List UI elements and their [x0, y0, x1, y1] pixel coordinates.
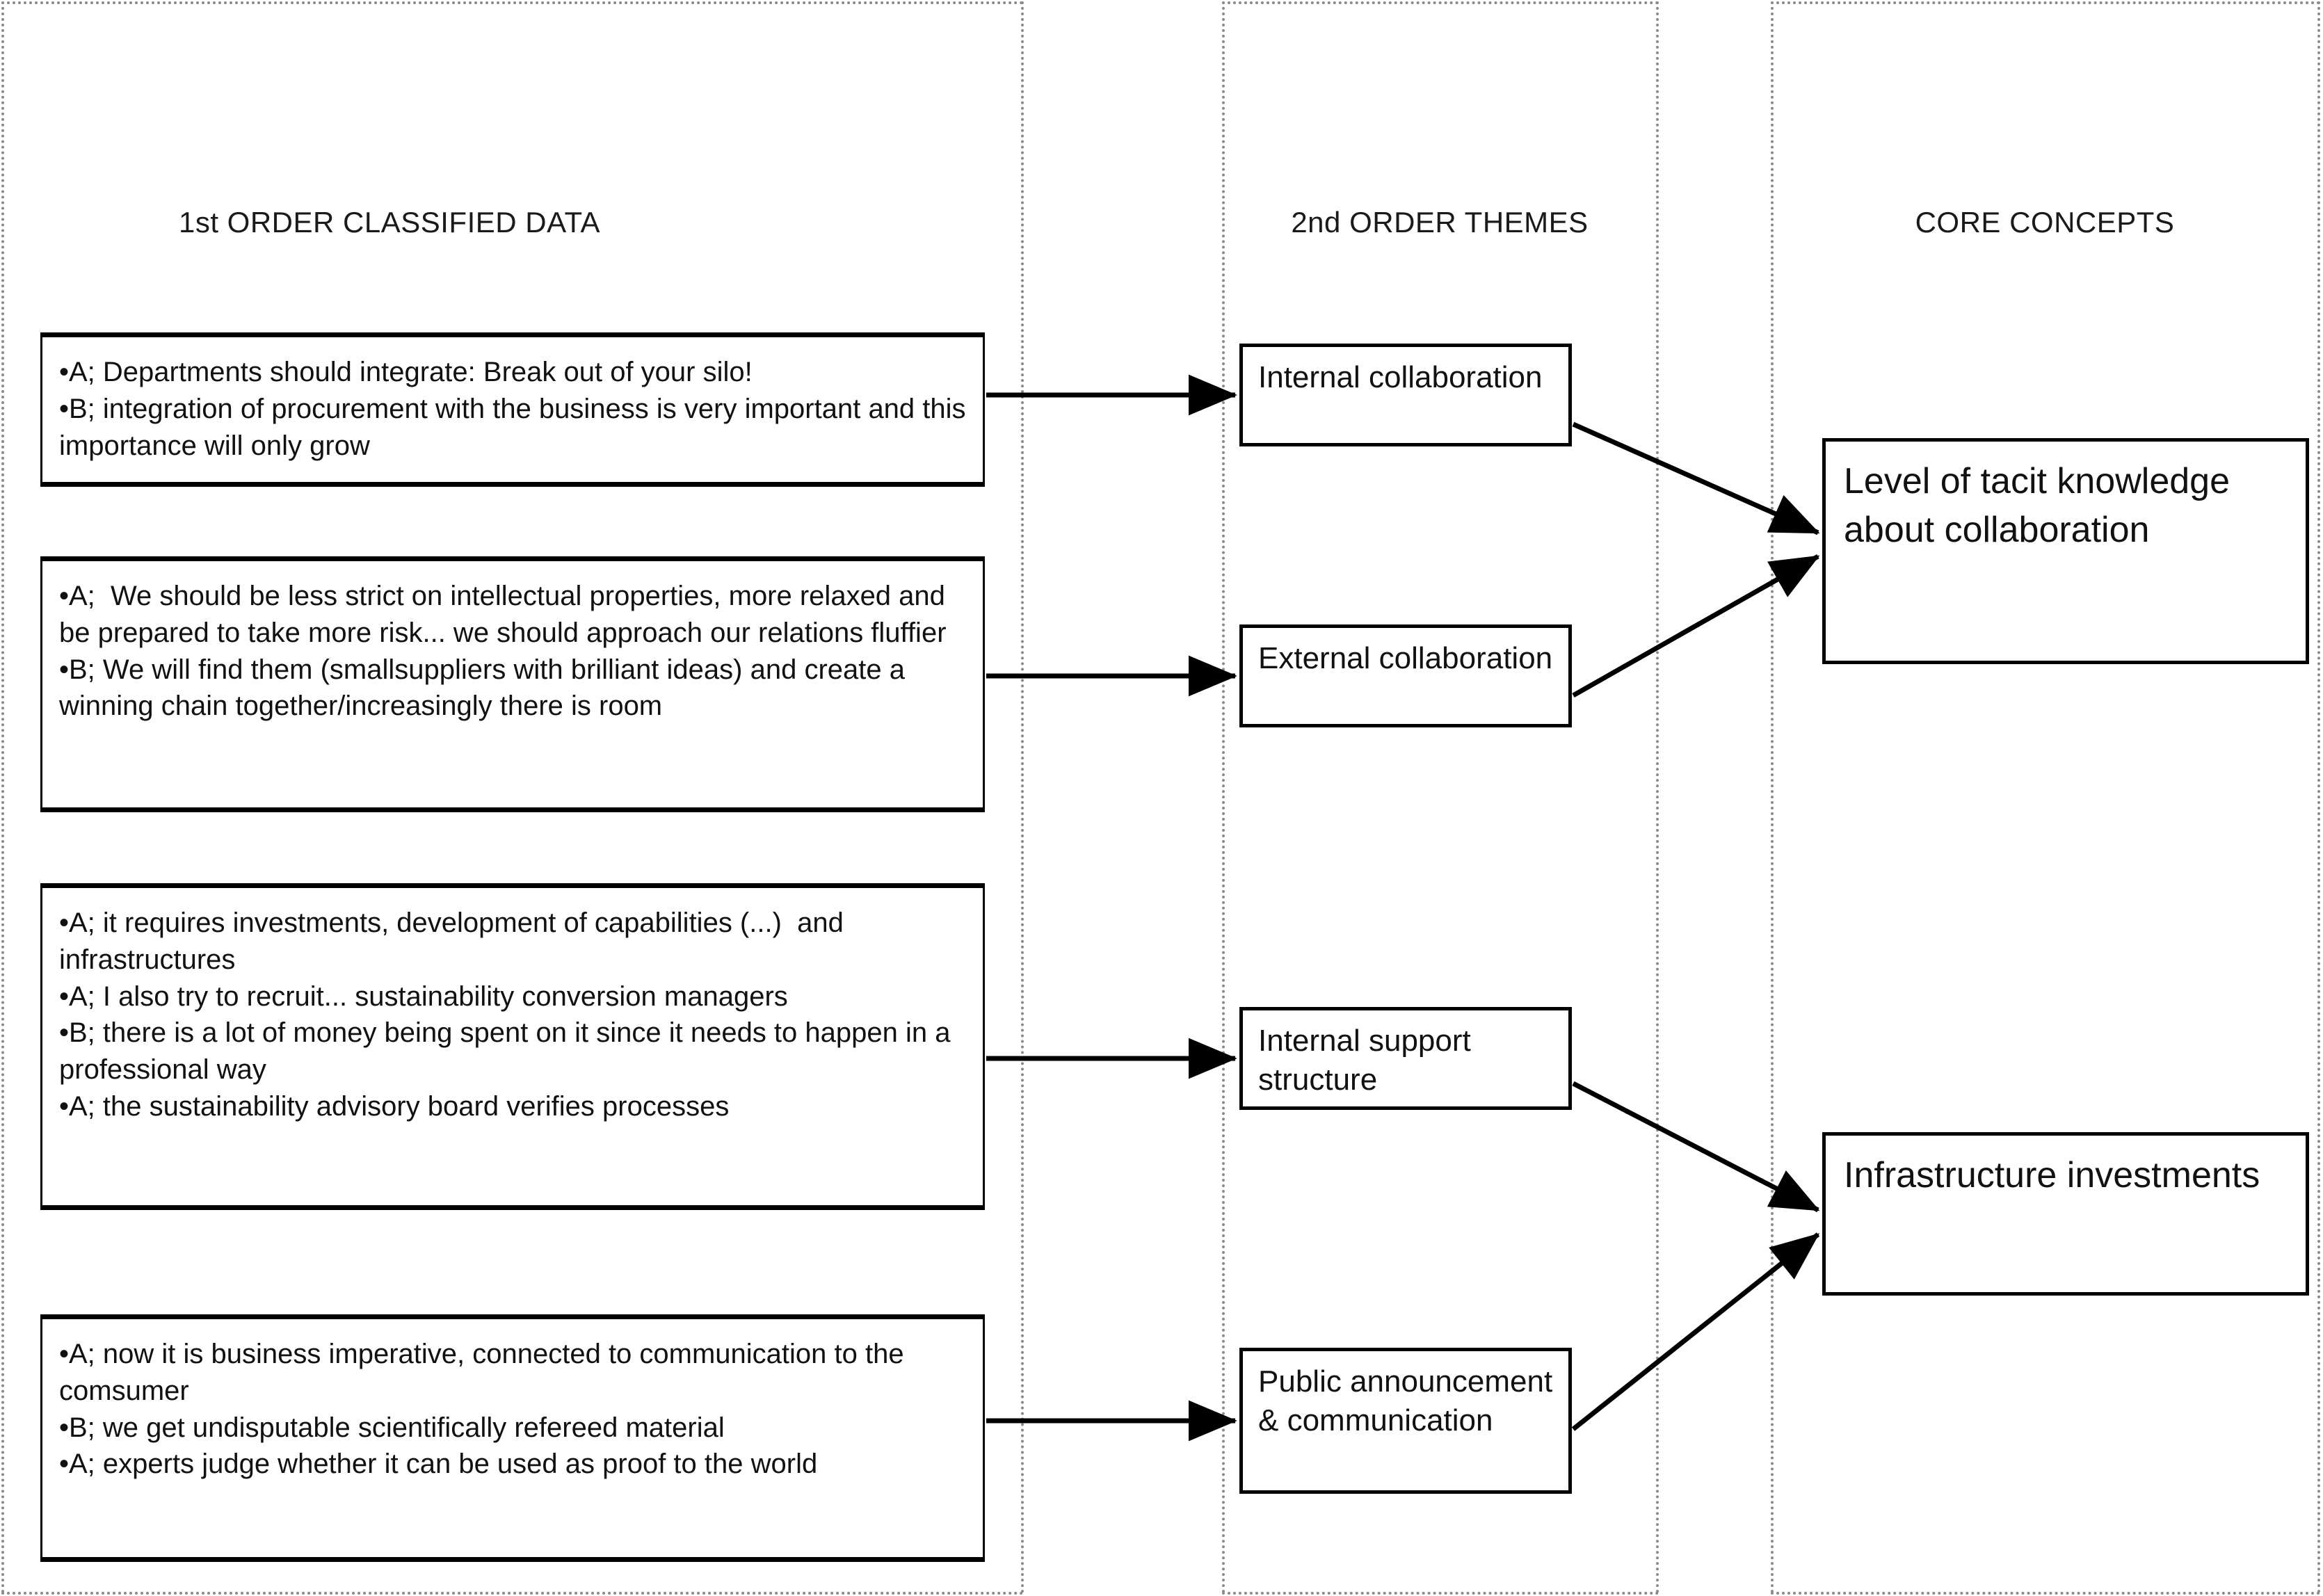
first-order-box-4[interactable]: •A; now it is business imperative, conne… [40, 1314, 985, 1562]
theme-box-public-announcement-communication[interactable]: Public announcement & communication [1239, 1348, 1572, 1494]
column-frame-core-concepts [1771, 1, 2320, 1595]
theme-box-external-collaboration[interactable]: External collaboration [1239, 624, 1572, 727]
core-concept-box-tacit-knowledge[interactable]: Level of tacit knowledge about collabora… [1822, 438, 2309, 664]
column-header-core-concepts: CORE CONCEPTS [1915, 206, 2175, 239]
core-concept-label: Infrastructure investments [1844, 1155, 2260, 1195]
quote-line: •A; We should be less strict on intellec… [59, 581, 954, 648]
quote-line: •A; the sustainability advisory board ve… [59, 1090, 730, 1122]
column-header-first-order: 1st ORDER CLASSIFIED DATA [178, 206, 601, 239]
first-order-box-3[interactable]: •A; it requires investments, development… [40, 883, 985, 1210]
quote-line: •A; now it is business imperative, conne… [59, 1339, 912, 1406]
quote-line: •A; experts judge whether it can be used… [59, 1449, 818, 1480]
column-frame-first-order [1, 1, 1024, 1595]
quote-line: •A; I also try to recruit... sustainabil… [59, 981, 788, 1012]
theme-box-internal-collaboration[interactable]: Internal collaboration [1239, 344, 1572, 446]
core-concept-box-infrastructure-investments[interactable]: Infrastructure investments [1822, 1132, 2309, 1296]
theme-label: Internal collaboration [1258, 360, 1543, 394]
quote-line: •A; Departments should integrate: Break … [59, 357, 753, 387]
quote-line: •B; integration of procurement with the … [59, 393, 974, 461]
core-concept-label: Level of tacit knowledge about collabora… [1844, 461, 2230, 551]
quote-line: •B; there is a lot of money being spent … [59, 1017, 958, 1086]
column-header-second-order: 2nd ORDER THEMES [1291, 206, 1589, 239]
theme-label: External collaboration [1258, 641, 1553, 675]
theme-label: Public announcement & communication [1258, 1364, 1553, 1438]
theme-label: Internal support structure [1258, 1024, 1471, 1097]
theme-box-internal-support-structure[interactable]: Internal support structure [1239, 1007, 1572, 1110]
quote-line: •B; We will find them (smallsuppliers wi… [59, 654, 913, 722]
quote-line: •B; we get undisputable scientifically r… [59, 1412, 725, 1443]
first-order-box-2[interactable]: •A; We should be less strict on intellec… [40, 556, 985, 812]
first-order-box-1[interactable]: •A; Departments should integrate: Break … [40, 332, 985, 487]
quote-line: •A; it requires investments, development… [59, 908, 851, 975]
column-frame-second-order [1222, 1, 1659, 1595]
